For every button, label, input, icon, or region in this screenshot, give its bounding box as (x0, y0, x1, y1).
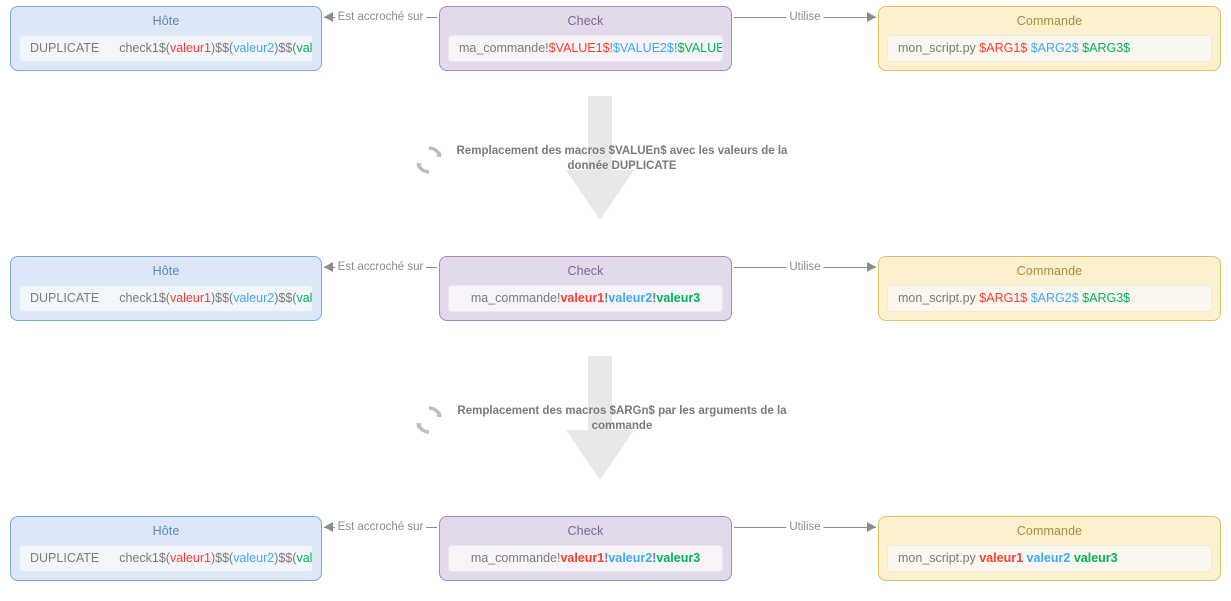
check-node-row2[interactable]: Check ma_commande!valeur1!valeur2!valeur… (439, 256, 732, 321)
host-item-key: check1$(valeur1)$$(valeur2)$$(valeur3)$ (119, 41, 313, 55)
check-command-code: ma_commande!$VALUE1$!$VALUE2$!$VALUE3$ (448, 35, 723, 62)
command-node-title: Commande (1016, 264, 1083, 278)
edge-check-to-host-row2: Est accroché sur (324, 256, 437, 278)
transition-2-label: Remplacement des macros $ARGn$ par les a… (457, 405, 787, 432)
check-command-text: ma_commande!valeur1!valeur2!valeur3 (470, 551, 701, 565)
host-item-code: DUPLICATE check1$(valeur1)$$(valeur2)$$(v… (19, 285, 313, 312)
arrow-head-left-icon (324, 12, 333, 22)
check-node-title: Check (567, 524, 604, 538)
host-item-key: check1$(valeur1)$$(valeur2)$$(valeur3)$ (119, 551, 313, 565)
edge-check-to-host-row1: Est accroché sur (324, 6, 437, 28)
host-item-label: DUPLICATE (30, 291, 100, 305)
command-node-title: Commande (1016, 14, 1083, 28)
edge-label-attached: Est accroché sur (334, 516, 427, 538)
check-node-row1[interactable]: Check ma_commande!$VALUE1$!$VALUE2$!$VAL… (439, 6, 732, 71)
transition-1-label: Remplacement des macros $VALUEn$ avec le… (456, 145, 788, 172)
command-node-title: Commande (1016, 524, 1083, 538)
arrow-head-right-icon (867, 12, 876, 22)
refresh-cycle-icon (413, 144, 445, 176)
command-script-code: mon_script.py valeur1 valeur2 valeur3 (887, 545, 1212, 572)
command-script-text: mon_script.py $ARG1$ $ARG2$ $ARG3$ (898, 41, 1131, 55)
edge-label-uses: Utilise (786, 516, 824, 538)
edge-check-to-command-row2: Utilise (734, 256, 876, 278)
check-command-code: ma_commande!valeur1!valeur2!valeur3 (448, 285, 723, 312)
transition-2: Remplacement des macros $ARGn$ par les a… (0, 356, 1231, 506)
host-node-title: Hôte (152, 14, 180, 28)
command-script-text: mon_script.py $ARG1$ $ARG2$ $ARG3$ (898, 291, 1131, 305)
command-script-code: mon_script.py $ARG1$ $ARG2$ $ARG3$ (887, 285, 1212, 312)
diagram-row-1: Hôte DUPLICATE check1$(valeur1)$$(valeur2… (0, 6, 1231, 86)
host-item-label: DUPLICATE (30, 41, 100, 55)
host-node-row2[interactable]: Hôte DUPLICATE check1$(valeur1)$$(valeur2… (10, 256, 322, 321)
diagram-row-3: Hôte DUPLICATE check1$(valeur1)$$(valeur2… (0, 516, 1231, 596)
edge-label-uses: Utilise (786, 256, 824, 278)
command-node-row2[interactable]: Commande mon_script.py $ARG1$ $ARG2$ $AR… (878, 256, 1221, 321)
command-node-row3[interactable]: Commande mon_script.py valeur1 valeur2 v… (878, 516, 1221, 581)
edge-check-to-host-row3: Est accroché sur (324, 516, 437, 538)
host-item-code: DUPLICATE check1$(valeur1)$$(valeur2)$$(v… (19, 545, 313, 572)
command-node-row1[interactable]: Commande mon_script.py $ARG1$ $ARG2$ $AR… (878, 6, 1221, 71)
refresh-cycle-icon (413, 404, 445, 436)
transition-1: Remplacement des macros $VALUEn$ avec le… (0, 96, 1231, 246)
host-node-row1[interactable]: Hôte DUPLICATE check1$(valeur1)$$(valeur2… (10, 6, 322, 71)
check-command-text: ma_commande!valeur1!valeur2!valeur3 (470, 291, 701, 305)
command-script-text: mon_script.py valeur1 valeur2 valeur3 (898, 551, 1118, 565)
check-node-row3[interactable]: Check ma_commande!valeur1!valeur2!valeur… (439, 516, 732, 581)
down-arrow-icon (565, 356, 635, 496)
edge-label-attached: Est accroché sur (334, 6, 427, 28)
command-script-code: mon_script.py $ARG1$ $ARG2$ $ARG3$ (887, 35, 1212, 62)
check-command-code: ma_commande!valeur1!valeur2!valeur3 (448, 545, 723, 572)
host-node-row3[interactable]: Hôte DUPLICATE check1$(valeur1)$$(valeur2… (10, 516, 322, 581)
diagram-row-2: Hôte DUPLICATE check1$(valeur1)$$(valeur2… (0, 256, 1231, 336)
edge-check-to-command-row1: Utilise (734, 6, 876, 28)
host-node-title: Hôte (152, 524, 180, 538)
edge-label-uses: Utilise (786, 6, 824, 28)
edge-check-to-command-row3: Utilise (734, 516, 876, 538)
host-node-title: Hôte (152, 264, 180, 278)
host-item-code: DUPLICATE check1$(valeur1)$$(valeur2)$$(v… (19, 35, 313, 62)
check-command-text: ma_commande!$VALUE1$!$VALUE2$!$VALUE3$ (459, 41, 723, 55)
arrow-head-right-icon (867, 262, 876, 272)
edge-label-attached: Est accroché sur (334, 256, 427, 278)
host-item-label: DUPLICATE (30, 551, 100, 565)
check-node-title: Check (567, 264, 604, 278)
check-node-title: Check (567, 14, 604, 28)
arrow-head-right-icon (867, 522, 876, 532)
host-item-key: check1$(valeur1)$$(valeur2)$$(valeur3)$ (119, 291, 313, 305)
down-arrow-icon (565, 96, 635, 236)
arrow-head-left-icon (324, 522, 333, 532)
arrow-head-left-icon (324, 262, 333, 272)
